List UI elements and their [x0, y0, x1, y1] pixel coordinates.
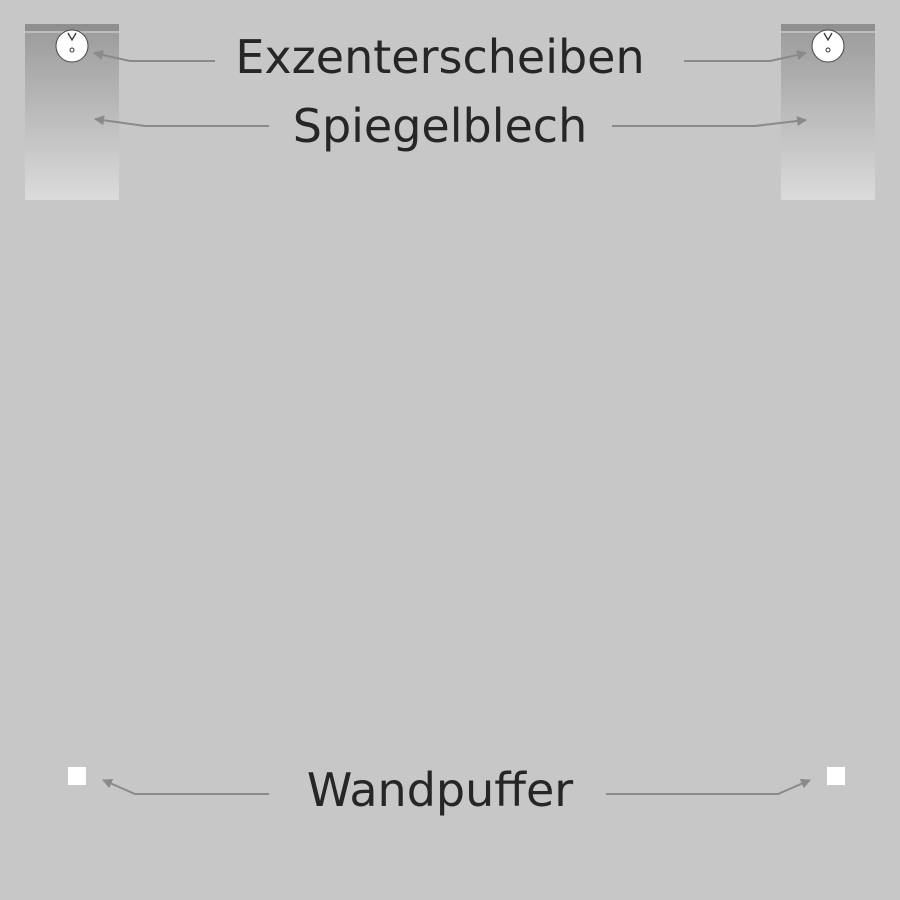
eccentric-disc-right: [811, 29, 845, 63]
wall-buffer-right: [827, 767, 845, 785]
arrow-exzenter-right: [684, 50, 807, 62]
arrow-wand-left: [102, 779, 269, 795]
arrow-spiegel-right: [612, 116, 807, 127]
arrow-wand-right: [606, 779, 811, 795]
label-wandpuffer: Wandpuffer: [306, 763, 574, 817]
wall-buffer-left: [68, 767, 86, 785]
arrow-exzenter-left: [93, 50, 215, 62]
label-spiegelblech: Spiegelblech: [292, 99, 588, 153]
arrow-spiegel-left: [94, 115, 269, 127]
eccentric-disc-left: [55, 29, 89, 63]
label-exzenterscheiben: Exzenterscheiben: [235, 30, 645, 84]
